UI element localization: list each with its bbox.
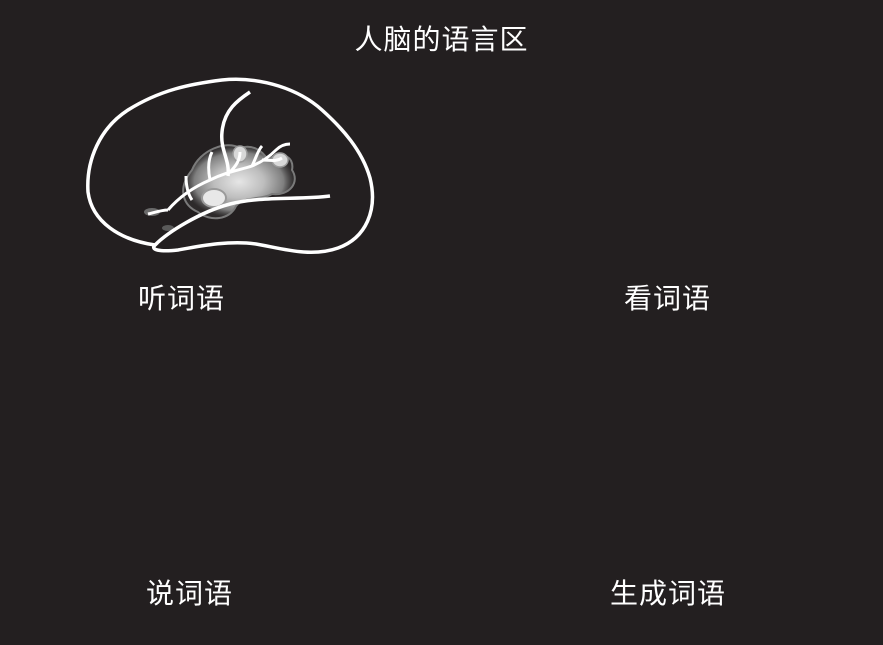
sylvian-branches: [147, 142, 291, 216]
label-generate: 生成词语: [610, 577, 727, 610]
figure-frame: [4, 4, 879, 641]
figure-title: 人脑的语言区: [354, 23, 529, 56]
brain-outline: [86, 77, 375, 255]
brain-listen: [86, 77, 375, 255]
label-listen: 听词语: [138, 282, 226, 315]
label-speak: 说词语: [146, 577, 234, 610]
brain-fissure: [153, 90, 331, 247]
label-see: 看词语: [624, 282, 712, 315]
